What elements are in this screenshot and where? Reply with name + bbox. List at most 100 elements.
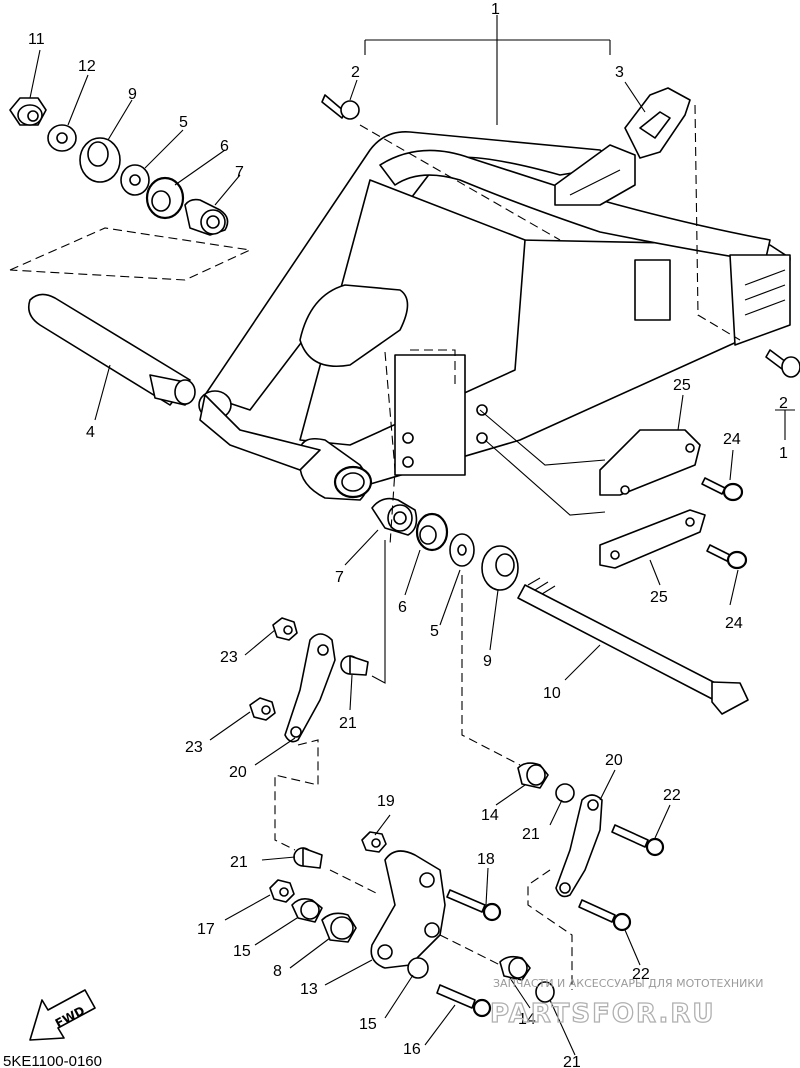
assembly-line-bracket [384,351,396,546]
relay-arm-right-part [555,794,603,898]
collar-upper-part [321,94,360,120]
callout-1: 1 [779,445,788,462]
callout-23: 23 [220,649,238,666]
callout-22: 22 [663,787,681,804]
callout-11: 11 [28,31,45,48]
leader-lines [29,15,795,1056]
pivot-shaft-part [27,293,196,406]
callout-6: 6 [220,138,229,155]
relay-arm-bracket [274,739,319,851]
collar-21-upper-part [340,655,369,676]
pivot-bolt-part [517,577,749,715]
bearing-right-part [371,497,418,536]
callout-21: 21 [230,854,248,871]
bolt-22-lower-part [578,899,632,932]
callout-24: 24 [725,615,743,632]
bearing-part [184,198,229,236]
bearing-8-part [321,912,357,943]
chain-puller-part [624,87,691,159]
relay-arm-left-part [284,633,336,743]
thrust-washer-part [120,164,150,196]
callout-5: 5 [430,623,439,640]
collar-21-lower-part [535,981,555,1003]
callout-14: 14 [518,1011,536,1028]
oil-seal-right-part [415,512,449,552]
assembly-line-relay-arm [527,869,573,990]
callout-1: 1 [491,1,500,18]
callout-22: 22 [632,966,650,983]
watermark-caption: ЗАПЧАСТИ И АКСЕССУАРЫ ДЛЯ МОТОТЕХНИКИ [493,977,763,990]
assembly-bracket [9,227,252,281]
assembly-line-relay [329,869,381,896]
callout-18: 18 [477,851,495,868]
callout-9: 9 [128,86,137,103]
bolt-16-part [436,984,492,1018]
watermark-logo: PARTSFOR.RU [490,999,715,1029]
callout-17: 17 [197,921,215,938]
callout-16: 16 [403,1041,421,1058]
bearing-14-lower-part [499,955,531,981]
callout-2: 2 [779,395,788,412]
callout-2: 2 [351,64,360,81]
bolt-lower-part [706,544,748,570]
chain-guide-leader [479,409,606,466]
callout-6: 6 [398,599,407,616]
callout-7: 7 [335,569,344,586]
callout-10: 10 [543,685,561,702]
bolt-18-part [446,889,502,922]
swingarm-part [198,124,791,501]
callout-7: 7 [235,164,244,181]
callout-20: 20 [229,764,247,781]
watermark: ЗАПЧАСТИ И АКСЕССУАРЫ ДЛЯ МОТОТЕХНИКИ PA… [489,977,763,1030]
chain-guide-leader-lower [484,439,606,516]
assembly-line-relay-lower [439,934,501,966]
callout-8: 8 [273,963,282,980]
collar-rear-part [765,349,800,378]
callout-9: 9 [483,653,492,670]
assembly-line-top [410,349,456,385]
callout-25: 25 [673,377,691,394]
callout-21: 21 [563,1054,581,1068]
chain-guide-lower-part [599,509,706,569]
callout-14: 14 [481,807,499,824]
callout-24: 24 [723,431,741,448]
callout-20: 20 [605,752,623,769]
callout-3: 3 [615,64,624,81]
nut-23-upper-part [272,617,298,641]
callout-15: 15 [359,1016,377,1033]
collar-right-part [481,545,519,591]
diagram-code: 5KE1100-0160 [3,1053,102,1068]
callout-25: 25 [650,589,668,606]
washer-part [47,124,77,152]
leader-collar-21 [371,540,386,684]
collar-21-right-part [555,783,575,803]
nut-part [9,97,47,126]
assembly-line-right [461,575,521,766]
nut-23-lower-part [249,697,276,721]
callout-13: 13 [300,981,318,998]
callout-12: 12 [78,58,96,75]
oil-seal-part [145,176,185,220]
callout-21: 21 [522,826,540,843]
callout-19: 19 [377,793,395,810]
bearing-14-upper-part [517,762,549,789]
callout-5: 5 [179,114,188,131]
nut-17-part [269,879,295,903]
chain-guide-upper-part [599,429,701,496]
assembly-line-chain-puller [694,104,741,341]
collar-part [79,137,121,183]
callout-21: 21 [339,715,357,732]
callout-labels: 1 1 2 2 3 4 5 5 6 6 7 7 8 9 9 10 11 12 1… [28,1,788,1068]
collar-21-mid-part [293,847,323,869]
relay-part [370,850,446,969]
collar-15-lower-part [407,957,429,979]
bolt-22-upper-part [611,824,665,857]
bolt-upper-part [701,477,744,502]
fwd-arrow-icon: FWD [29,989,96,1041]
thrust-washer-right-part [449,533,475,567]
nut-19-part [361,831,387,853]
collar-15-upper-part [291,898,323,923]
callout-15: 15 [233,943,251,960]
callout-23: 23 [185,739,203,756]
